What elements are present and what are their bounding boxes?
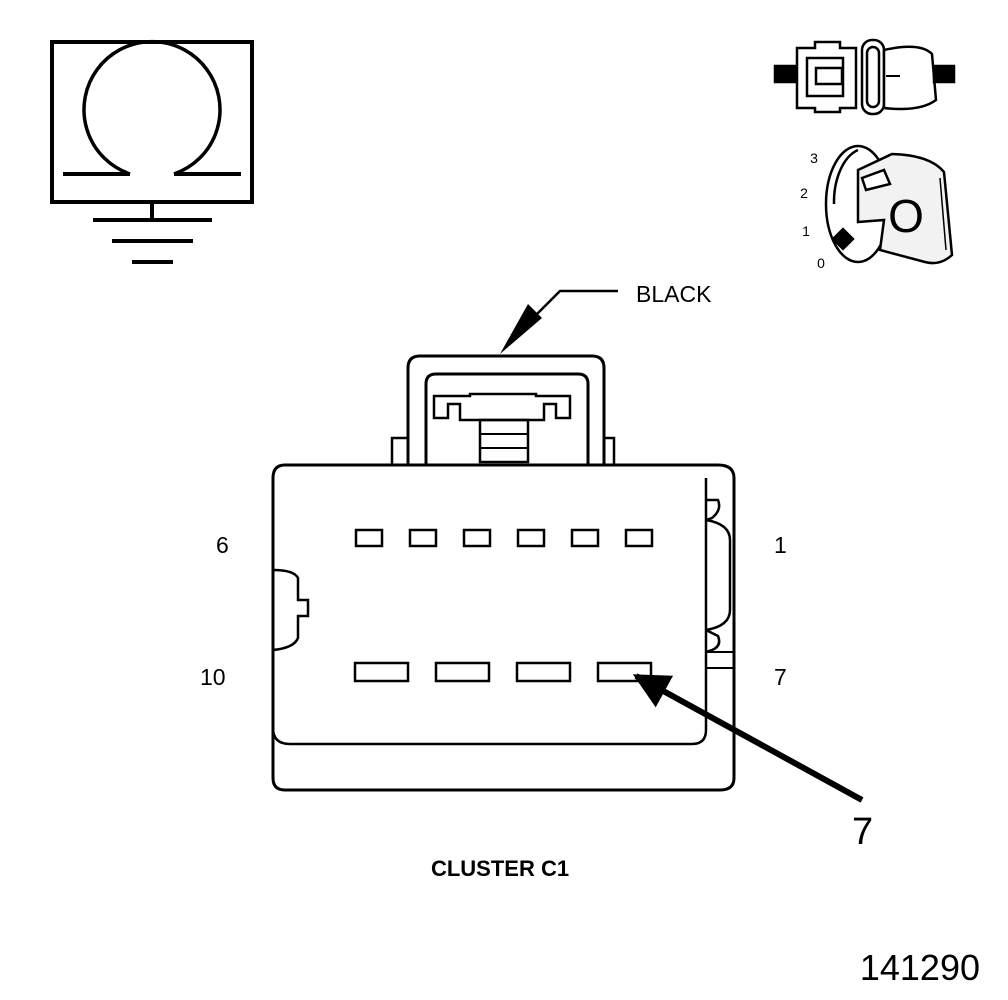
ignition-position-3: 3 [810,150,818,166]
probe-callout-arrow [632,673,864,803]
pin-label-6: 6 [216,532,229,558]
pin-label-10: 10 [200,664,226,690]
connector-caption: CLUSTER C1 [431,856,569,881]
ignition-position-0: 0 [817,255,825,271]
cavity-row-top [354,528,654,548]
color-callout-leader [500,289,618,354]
cavity-1 [624,528,654,548]
key-face-letter: O [888,190,924,242]
cavity-9 [434,661,491,683]
ohmmeter-ground-icon [50,39,254,264]
cavity-4 [462,528,492,548]
figure-number: 141290 [860,947,980,988]
connector-color-label: BLACK [636,281,712,307]
cavity-2 [570,528,600,548]
ignition-position-1: 1 [802,223,810,239]
pin-label-7: 7 [774,664,787,690]
ignition-position-2: 2 [800,185,808,201]
cavity-8 [515,661,572,683]
ignition-position-labels: 3 2 1 0 [800,150,825,271]
probe-callout-number: 7 [852,811,873,853]
cavity-5 [408,528,438,548]
cavity-10 [353,661,410,683]
cavity-6 [354,528,384,548]
cluster-c1-connector [271,354,736,792]
connector-disconnected-icon [773,38,956,116]
ignition-key-icon [824,144,954,265]
cavity-3 [516,528,546,548]
pin-label-1: 1 [774,532,787,558]
